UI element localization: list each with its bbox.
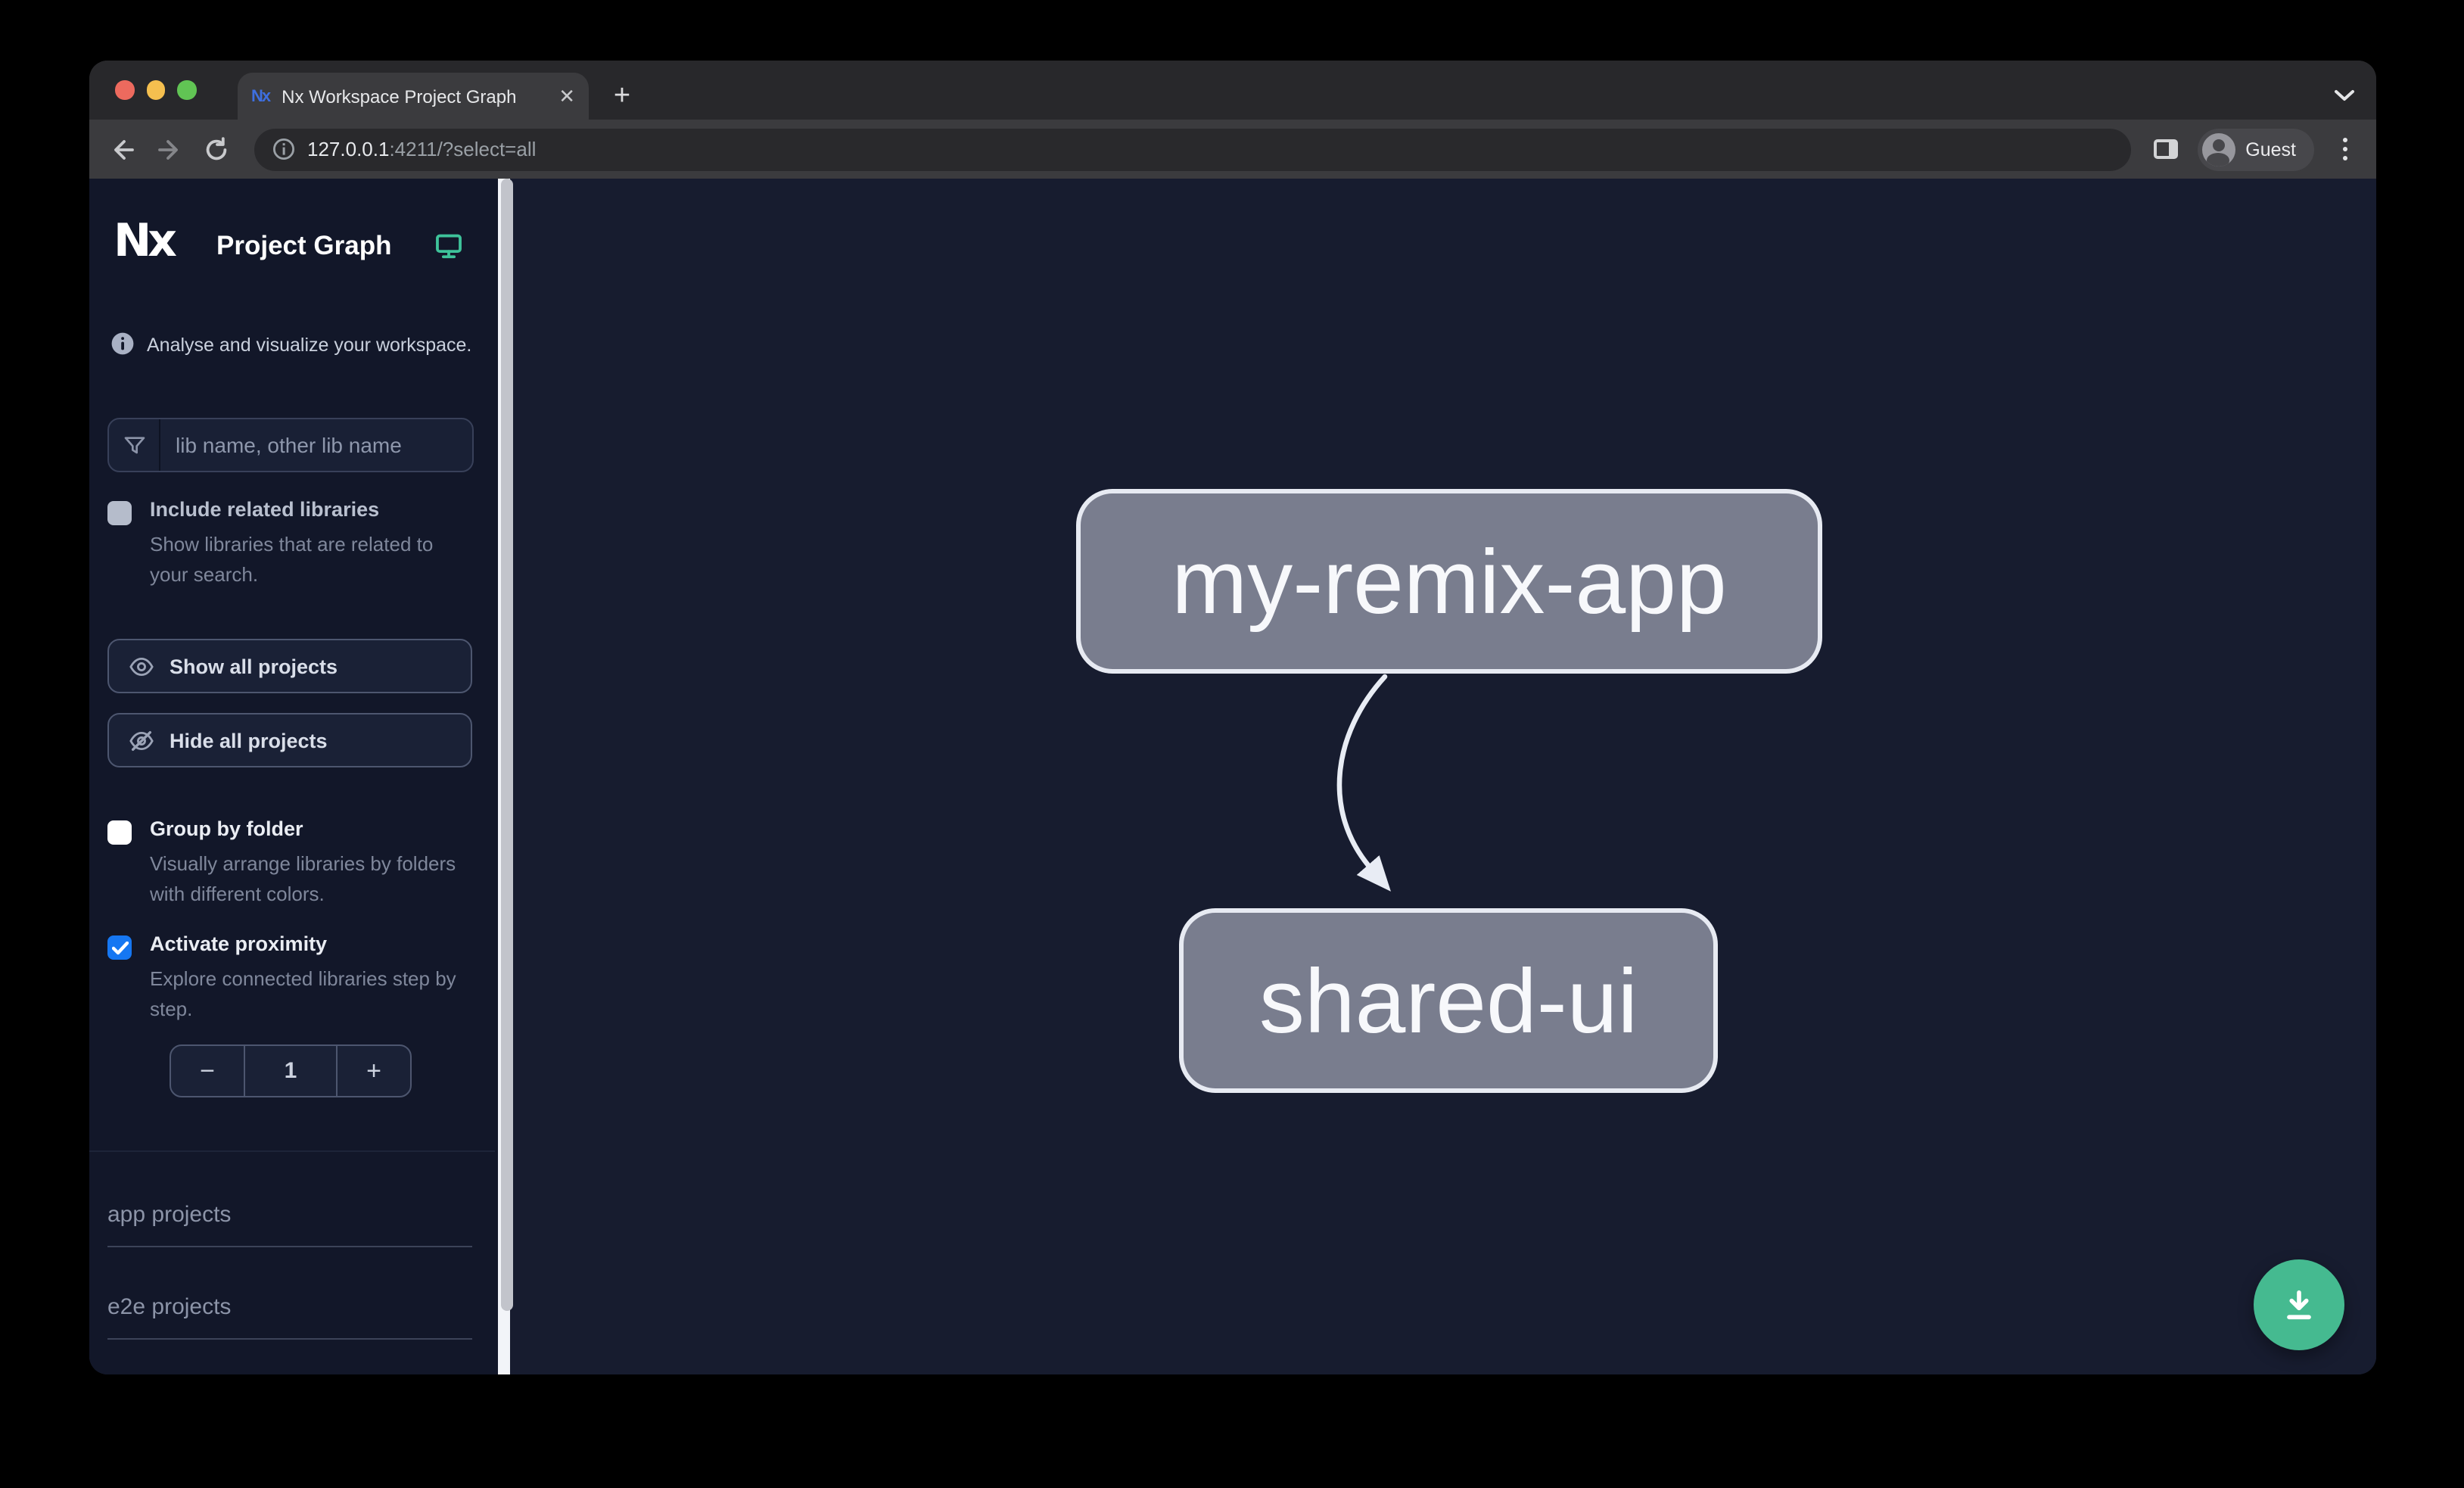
stepper-decrement-button[interactable]: − — [200, 1056, 215, 1085]
group-by-folder-checkbox[interactable] — [107, 820, 132, 845]
include-related-checkbox[interactable] — [107, 501, 132, 525]
browser-tab[interactable]: Nx Nx Workspace Project Graph ✕ — [238, 73, 589, 120]
section-e2e-projects: e2e projects — [107, 1294, 472, 1340]
tab-search-chevron-icon[interactable] — [2325, 76, 2364, 115]
eye-icon — [129, 656, 154, 676]
project-graph-canvas[interactable]: my-remix-app shared-ui — [515, 179, 2376, 1374]
include-related-label: Include related libraries — [150, 498, 380, 521]
new-tab-button[interactable]: + — [613, 80, 631, 112]
hide-all-projects-label: Hide all projects — [170, 729, 328, 752]
profile-label: Guest — [2245, 139, 2296, 160]
address-bar[interactable]: 127.0.0.1:4211/?select=all — [254, 128, 2131, 170]
tab-strip: Nx Nx Workspace Project Graph ✕ + — [89, 61, 2376, 120]
browser-menu-button[interactable] — [2325, 129, 2364, 169]
filter-box — [107, 418, 474, 472]
url-text: 127.0.0.1:4211/?select=all — [307, 138, 537, 160]
download-image-button[interactable] — [2254, 1259, 2344, 1350]
section-app-projects: app projects — [107, 1202, 472, 1247]
sidebar: Nx Project Graph Analyse and — [89, 179, 495, 1374]
stepper-value: 1 — [244, 1046, 338, 1096]
site-info-icon[interactable] — [272, 138, 295, 160]
group-by-folder-description: Visually arrange libraries by folders wi… — [150, 852, 456, 905]
hide-all-projects-button[interactable]: Hide all projects — [107, 713, 472, 767]
side-panel-icon — [2153, 139, 2178, 159]
filter-input[interactable] — [160, 419, 472, 471]
include-related-description: Show libraries that are related to your … — [150, 533, 434, 586]
tab-title: Nx Workspace Project Graph — [282, 86, 517, 107]
graph-node-shared-ui[interactable]: shared-ui — [1179, 908, 1718, 1093]
window-controls — [115, 80, 196, 99]
info-icon — [110, 332, 135, 356]
nx-favicon-icon: Nx — [251, 87, 271, 105]
activate-proximity-description: Explore connected libraries step by step… — [150, 967, 456, 1020]
activate-proximity-label: Activate proximity — [150, 932, 328, 955]
eye-off-icon — [129, 730, 154, 751]
dependency-edge[interactable] — [515, 179, 2369, 1374]
forward-button[interactable] — [148, 128, 191, 170]
zoom-window-button[interactable] — [177, 80, 196, 99]
tagline: Analyse and visualize your workspace. — [147, 335, 472, 356]
scrollbar-thumb[interactable] — [500, 179, 512, 1311]
checkmark-icon — [111, 941, 128, 954]
proximity-stepper: − 1 + — [170, 1044, 412, 1097]
show-all-projects-button[interactable]: Show all projects — [107, 639, 472, 693]
page-content: Nx Project Graph Analyse and — [89, 179, 2376, 1374]
node-label: shared-ui — [1258, 950, 1638, 1051]
group-by-folder-label: Group by folder — [150, 817, 303, 840]
theme-monitor-icon[interactable] — [434, 232, 463, 260]
profile-button[interactable]: Guest — [2197, 128, 2314, 170]
side-panel-button[interactable] — [2144, 128, 2186, 170]
avatar — [2201, 132, 2235, 166]
node-label: my-remix-app — [1171, 531, 1727, 632]
sidebar-divider — [89, 1150, 495, 1152]
activate-proximity-checkbox[interactable] — [107, 935, 132, 960]
sidebar-scrollbar[interactable] — [495, 179, 515, 1374]
download-icon — [2287, 1290, 2311, 1320]
browser-window: Nx Nx Workspace Project Graph ✕ + — [89, 61, 2376, 1374]
minimize-window-button[interactable] — [146, 80, 165, 99]
reload-button[interactable] — [195, 128, 238, 170]
close-tab-icon[interactable]: ✕ — [558, 84, 575, 107]
stepper-increment-button[interactable]: + — [366, 1056, 381, 1085]
browser-toolbar: 127.0.0.1:4211/?select=all Guest — [89, 120, 2376, 179]
nx-logo: Nx — [114, 215, 177, 268]
funnel-icon — [109, 419, 160, 471]
close-window-button[interactable] — [115, 80, 134, 99]
show-all-projects-label: Show all projects — [170, 655, 338, 677]
page-title: Project Graph — [216, 230, 392, 260]
graph-node-my-remix-app[interactable]: my-remix-app — [1076, 489, 1822, 674]
back-button[interactable] — [101, 128, 144, 170]
